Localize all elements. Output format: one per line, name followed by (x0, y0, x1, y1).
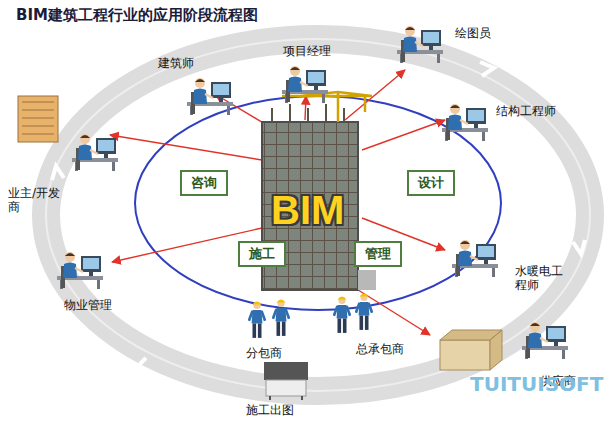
phase-box: 设计 (407, 170, 455, 196)
phase-box: 施工 (238, 241, 286, 267)
label-text: BIM (271, 188, 344, 232)
role-figures (18, 26, 568, 400)
bim-ellipse (135, 96, 501, 310)
title-text: BIM建筑工程行业的应用阶段流程图 (16, 6, 258, 24)
label-text: 水暖电工程师 (515, 264, 563, 292)
bim-logo: BIM (271, 186, 344, 234)
role-label: 分包商 (246, 346, 282, 360)
role-label: 水暖电工程师 (515, 264, 567, 293)
phase-label: 咨询 (191, 174, 217, 192)
phase-box: 管理 (354, 241, 402, 267)
phase-box: 咨询 (180, 170, 228, 196)
phase-label: 施工 (249, 245, 275, 263)
red-arrows (110, 70, 445, 335)
label-text: 绘图员 (455, 26, 491, 40)
label-text: 项目经理 (283, 44, 331, 58)
role-label: 绘图员 (455, 26, 491, 40)
diagram-title: BIM建筑工程行业的应用阶段流程图 (16, 6, 258, 24)
role-label: 建筑师 (158, 56, 194, 70)
label-text: 结构工程师 (496, 104, 556, 118)
label-text: 总承包商 (356, 342, 404, 356)
watermark: TUITUISOFT (470, 372, 603, 396)
role-label: 总承包商 (356, 342, 404, 356)
role-label: 业主/开发商 (8, 186, 66, 215)
label-text: 施工出图 (246, 403, 294, 417)
role-label: 项目经理 (283, 44, 331, 58)
flow-ring (46, 39, 590, 391)
role-label: 物业管理 (64, 298, 112, 312)
label-text: 业主/开发商 (8, 186, 60, 214)
phase-label: 管理 (365, 245, 391, 263)
label-text: TUITUISOFT (470, 372, 603, 396)
role-label: 结构工程师 (496, 104, 556, 118)
label-text: 物业管理 (64, 298, 112, 312)
phase-label: 设计 (418, 174, 444, 192)
label-text: 建筑师 (158, 56, 194, 70)
label-text: 分包商 (246, 346, 282, 360)
role-label: 施工出图 (246, 403, 294, 417)
